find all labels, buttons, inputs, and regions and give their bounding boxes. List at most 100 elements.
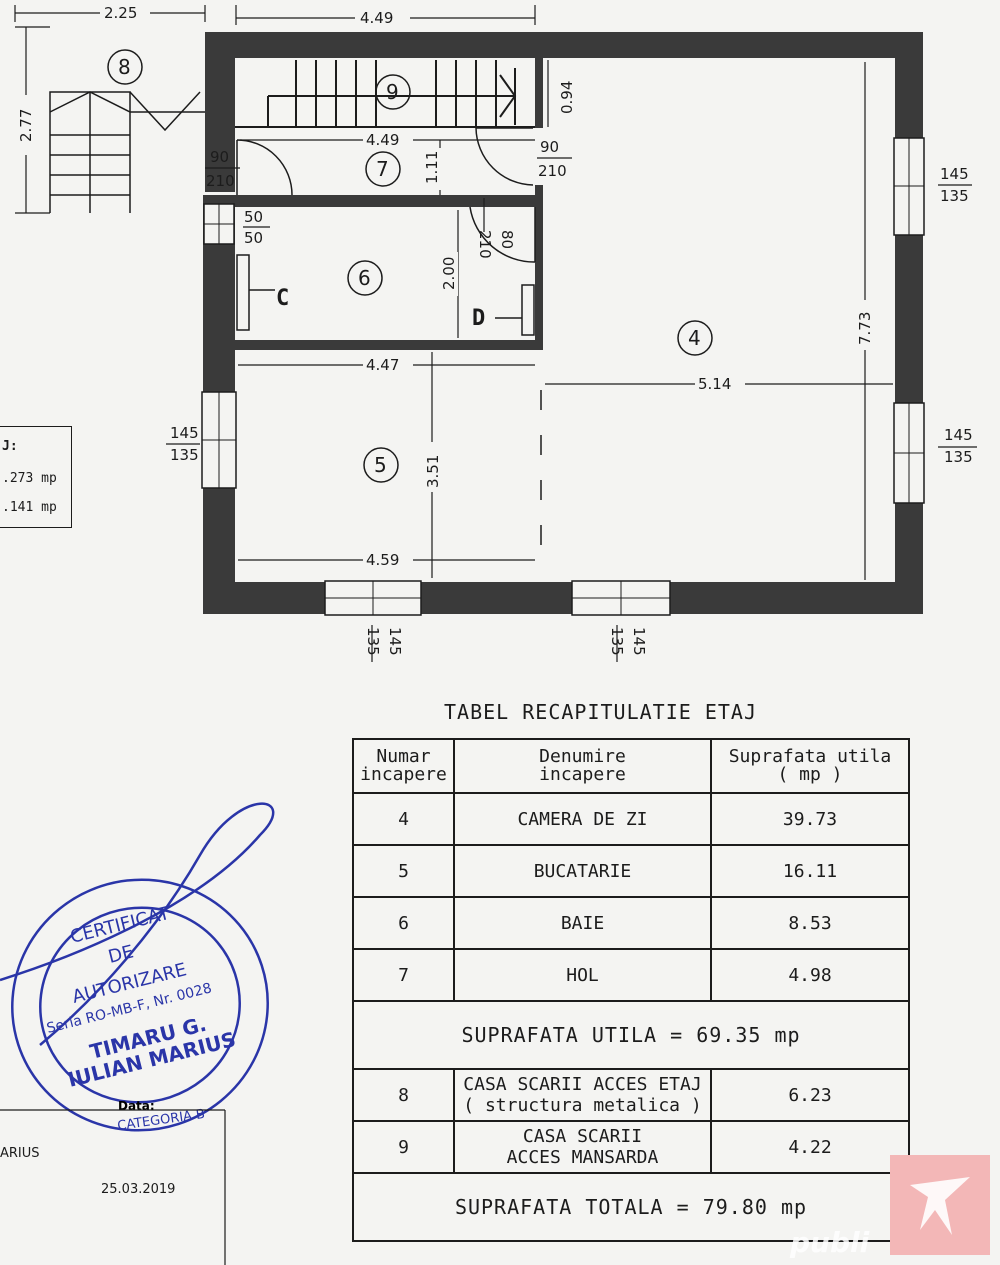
door2-width: 90 xyxy=(540,138,559,156)
door3-height: 210 xyxy=(476,230,494,259)
row-name: HOL xyxy=(453,948,712,1002)
table-row: 6 BAIE 8.53 xyxy=(352,896,910,950)
window-right-top-width: 145 xyxy=(940,165,969,183)
header-numar-l2: incapere xyxy=(360,764,447,785)
bathroom-fixtures xyxy=(236,254,535,336)
dim-4-49-mid: 4.49 xyxy=(366,131,399,149)
fixture-letter-c: C xyxy=(276,286,289,311)
header-suprafata-l1: Suprafata utila xyxy=(728,746,892,767)
watermark-text: publi xyxy=(790,1226,870,1259)
dim-2-77: 2.77 xyxy=(17,109,35,142)
row-area: 8.53 xyxy=(710,896,910,950)
row-name: CAMERA DE ZI xyxy=(453,792,712,846)
side-box-line2: .141 mp xyxy=(2,500,57,515)
door3-width: 80 xyxy=(498,230,516,249)
row-num: 9 xyxy=(352,1120,455,1174)
small-window-width: 50 xyxy=(244,208,263,226)
fixture-letter-d: D xyxy=(472,306,485,331)
header-numar-l1: Numar xyxy=(376,746,431,767)
dim-4-47: 4.47 xyxy=(366,356,399,374)
walls xyxy=(203,32,923,614)
dim-1-11: 1.11 xyxy=(423,151,441,184)
stamp-data-label: Data: xyxy=(118,1099,155,1113)
header-denumire-l2: incapere xyxy=(539,764,626,785)
header-suprafata: Suprafata utila ( mp ) xyxy=(710,738,910,794)
header-denumire-l1: Denumire xyxy=(539,746,626,767)
room-number-7: 7 xyxy=(376,157,389,181)
room-number-5: 5 xyxy=(374,453,387,477)
row-name: BAIE xyxy=(453,896,712,950)
row-num: 5 xyxy=(352,844,455,898)
table-row: 8 CASA SCARII ACCES ETAJ ( structura met… xyxy=(352,1068,910,1122)
window-right-bottom-width: 145 xyxy=(944,426,973,444)
stamp-line-de: DE xyxy=(106,941,136,967)
dim-2-25: 2.25 xyxy=(104,4,137,22)
windows xyxy=(201,137,925,616)
total-row: SUPRAFATA TOTALA = 79.80 mp xyxy=(352,1172,910,1242)
total-text: SUPRAFATA TOTALA = 79.80 mp xyxy=(352,1172,910,1242)
bird-icon xyxy=(910,1177,970,1235)
door1-width: 90 xyxy=(210,148,229,166)
window-right-top-height: 135 xyxy=(940,187,969,205)
row-num: 4 xyxy=(352,792,455,846)
publi-logo xyxy=(890,1155,990,1255)
signer-name-fragment: ARIUS xyxy=(0,1146,40,1161)
row-name: CASA SCARII ACCES ETAJ ( structura metal… xyxy=(453,1068,712,1122)
header-numar: Numar incapere xyxy=(352,738,455,794)
table-header-row: Numar incapere Denumire incapere Suprafa… xyxy=(352,738,910,794)
row-num: 8 xyxy=(352,1068,455,1122)
dim-3-51: 3.51 xyxy=(424,455,442,488)
dim-4-49-top: 4.49 xyxy=(360,9,393,27)
window-left-height: 135 xyxy=(170,446,199,464)
staircase-8 xyxy=(49,91,205,213)
table-row: 7 HOL 4.98 xyxy=(352,948,910,1002)
table-row: 4 CAMERA DE ZI 39.73 xyxy=(352,792,910,846)
dim-2-00: 2.00 xyxy=(440,257,458,290)
row-num: 7 xyxy=(352,948,455,1002)
row-area: 6.23 xyxy=(710,1068,910,1122)
header-suprafata-l2: ( mp ) xyxy=(777,764,843,785)
window-left-width: 145 xyxy=(170,424,199,442)
row-name: BUCATARIE xyxy=(453,844,712,898)
door2-height: 210 xyxy=(538,162,567,180)
header-denumire: Denumire incapere xyxy=(453,738,712,794)
side-box-label: J: xyxy=(2,439,18,454)
side-summary-box xyxy=(0,426,72,528)
room-number-6: 6 xyxy=(358,266,371,290)
staircase-9 xyxy=(235,60,535,128)
row-area: 4.98 xyxy=(710,948,910,1002)
row-name-l1: CASA SCARII ACCES ETAJ xyxy=(463,1074,702,1095)
window-bottom1-a: 135 xyxy=(364,627,382,656)
dim-7-73: 7.73 xyxy=(856,312,874,345)
row-area: 16.11 xyxy=(710,844,910,898)
row-num: 6 xyxy=(352,896,455,950)
signature-date: 25.03.2019 xyxy=(101,1182,176,1197)
authorization-stamp xyxy=(0,802,275,1132)
dim-0-94: 0.94 xyxy=(558,81,576,114)
recap-table: Numar incapere Denumire incapere Suprafa… xyxy=(352,738,910,1242)
dim-5-14: 5.14 xyxy=(698,375,731,393)
room-number-4: 4 xyxy=(688,326,701,350)
row-name-l2: ( structura metalica ) xyxy=(463,1095,702,1116)
room-number-8: 8 xyxy=(118,55,131,79)
window-right-bottom-height: 135 xyxy=(944,448,973,466)
row-name-l2: ACCES MANSARDA xyxy=(506,1147,659,1168)
small-window-height: 50 xyxy=(244,229,263,247)
window-bottom2-b: 145 xyxy=(630,627,648,656)
table-row: 5 BUCATARIE 16.11 xyxy=(352,844,910,898)
row-name: CASA SCARII ACCES MANSARDA xyxy=(453,1120,712,1174)
row-area: 4.22 xyxy=(710,1120,910,1174)
table-title: TABEL RECAPITULATIE ETAJ xyxy=(444,700,757,724)
window-bottom2-a: 135 xyxy=(608,627,626,656)
subtotal-row: SUPRAFATA UTILA = 69.35 mp xyxy=(352,1000,910,1070)
room-number-9: 9 xyxy=(386,80,399,104)
side-box-line1: .273 mp xyxy=(2,471,57,486)
subtotal-text: SUPRAFATA UTILA = 69.35 mp xyxy=(352,1000,910,1070)
window-bottom1-b: 145 xyxy=(386,627,404,656)
dim-4-59: 4.59 xyxy=(366,551,399,569)
door1-height: 210 xyxy=(206,172,235,190)
row-area: 39.73 xyxy=(710,792,910,846)
table-row: 9 CASA SCARII ACCES MANSARDA 4.22 xyxy=(352,1120,910,1174)
doors xyxy=(236,127,542,545)
